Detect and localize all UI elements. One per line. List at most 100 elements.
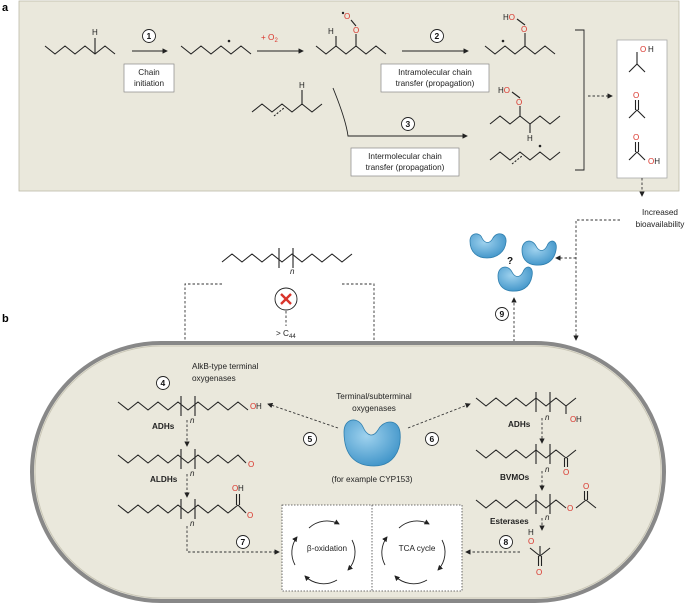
- arrow-into-cell: [573, 219, 620, 341]
- atom-o: O: [344, 12, 350, 21]
- intramolecular-line1: Intramolecular chain: [398, 68, 472, 77]
- step-6-number: 6: [430, 434, 435, 444]
- repeat-n: n: [545, 413, 550, 422]
- atom-h: H: [299, 81, 305, 90]
- step-3-badge: [401, 117, 415, 131]
- atom-o: O: [536, 568, 542, 577]
- intermolecular-line2: transfer (propagation): [366, 163, 445, 172]
- secondary-alcohol-chain: n O H: [475, 392, 582, 424]
- carboxylic-acid-product: O OH: [628, 133, 660, 166]
- atom-o: O: [528, 537, 534, 546]
- intermolecular-line1: Intermolecular chain: [368, 152, 442, 161]
- atom-o: O: [248, 460, 254, 469]
- acetic-acid: O H O: [528, 528, 551, 577]
- aldehyde-chain: n O: [117, 449, 254, 478]
- atom-h: H: [527, 134, 533, 143]
- step-8-number: 8: [504, 537, 509, 547]
- adhs-right-label: ADHs: [508, 420, 531, 429]
- atom-h: H: [92, 28, 98, 37]
- step-2-number: 2: [435, 31, 440, 41]
- arrow-to-beta-oxidation: [186, 526, 280, 555]
- repeat-n: n: [190, 519, 195, 528]
- atom-o: O: [640, 45, 646, 54]
- atom-h: H: [328, 27, 334, 36]
- hydroperoxide-radical: O HO: [484, 13, 556, 55]
- gt-c44: > C44: [276, 329, 296, 340]
- plus-o2: + O2: [261, 33, 278, 44]
- cell-membrane-inner: [34, 345, 662, 599]
- step-9-badge: [495, 307, 509, 321]
- beta-oxidation-label: β-oxidation: [307, 544, 348, 553]
- product-bracket: [575, 29, 585, 171]
- repeat-n: n: [190, 416, 195, 425]
- allyl-radical-product: [489, 144, 561, 165]
- repeat-n: n: [190, 469, 195, 478]
- step-6-badge: [425, 432, 439, 446]
- oxidation-products-box: [616, 39, 668, 179]
- atom-h: H: [528, 528, 534, 537]
- tca-cycle-label: TCA cycle: [399, 544, 436, 553]
- arrow-to-alkb: [182, 283, 222, 396]
- arrow-step-5: [267, 402, 339, 429]
- atom-ho: HO: [503, 13, 515, 22]
- alkene-chain: H: [251, 81, 323, 117]
- intramolecular-line2: transfer (propagation): [396, 79, 475, 88]
- enzyme-icon: [497, 266, 533, 292]
- step-1-number: 1: [147, 31, 152, 41]
- step-4-number: 4: [161, 378, 166, 388]
- intramolecular-box: [380, 63, 490, 93]
- repeat-n: n: [545, 465, 550, 474]
- step-8-badge: [499, 535, 513, 549]
- atom-o: O: [247, 511, 253, 520]
- enzyme-icon: [521, 240, 557, 266]
- alkane-start: H: [44, 28, 116, 55]
- atom-o: O: [353, 26, 359, 35]
- step-2-badge: [430, 29, 444, 43]
- chain-initiation-box: [123, 63, 175, 93]
- terminal-oxygenases-line1: Terminal/subterminal: [336, 392, 412, 401]
- esterases-label: Esterases: [490, 517, 529, 526]
- bioavailability-line2: bioavailability: [636, 220, 685, 229]
- atom-o: O: [633, 91, 639, 100]
- carboxylic-acid-chain: n O H O: [117, 484, 253, 528]
- question-mark: ?: [507, 256, 513, 267]
- atom-o: O: [563, 468, 569, 477]
- atom-o: O: [570, 415, 576, 424]
- peroxyl-radical: H O O: [315, 11, 387, 55]
- panel-a-label: a: [2, 2, 9, 14]
- step-9-number: 9: [500, 309, 505, 319]
- step-5-badge: [303, 432, 317, 446]
- step-5-number: 5: [308, 434, 313, 444]
- panel-a-background: [18, 0, 680, 192]
- repeat-n: n: [545, 513, 550, 522]
- atom-h: H: [576, 415, 582, 424]
- ester-chain: n O O: [475, 482, 597, 522]
- adhs-left-label: ADHs: [152, 422, 175, 431]
- bioavailability-line1: Increased: [642, 208, 678, 217]
- step-3-number: 3: [406, 119, 411, 129]
- chain-initiation-line1: Chain: [138, 68, 160, 77]
- terminal-oxygenases-line2: oxygenases: [352, 404, 396, 413]
- atom-o: O: [567, 504, 573, 513]
- aldhs-label: ALDHs: [150, 475, 178, 484]
- step-1-badge: [142, 29, 156, 43]
- alcohol-product: O H: [628, 45, 654, 73]
- arrow-step-3: [332, 87, 468, 139]
- bvmos-label: BVMOs: [500, 473, 530, 482]
- hydroperoxide-product: O HO H: [489, 86, 561, 143]
- cyp153-enzyme-icon: [343, 419, 401, 467]
- atom-h: H: [238, 484, 244, 493]
- tca-cycle: TCA cycle: [381, 519, 446, 585]
- extracellular-enzymes: ?: [469, 233, 557, 292]
- alkb-line2: oxygenases: [192, 374, 236, 383]
- alkyl-radical: [180, 39, 252, 55]
- cyp153-label: (for example CYP153): [332, 475, 413, 484]
- step-4-badge: [156, 376, 170, 390]
- atom-h: H: [256, 402, 262, 411]
- atom-o: O: [583, 482, 589, 491]
- primary-alcohol-chain: n O H: [117, 396, 262, 425]
- atom-h: H: [648, 45, 654, 54]
- step-7-number: 7: [241, 537, 246, 547]
- beta-oxidation-cycle: β-oxidation: [291, 519, 356, 585]
